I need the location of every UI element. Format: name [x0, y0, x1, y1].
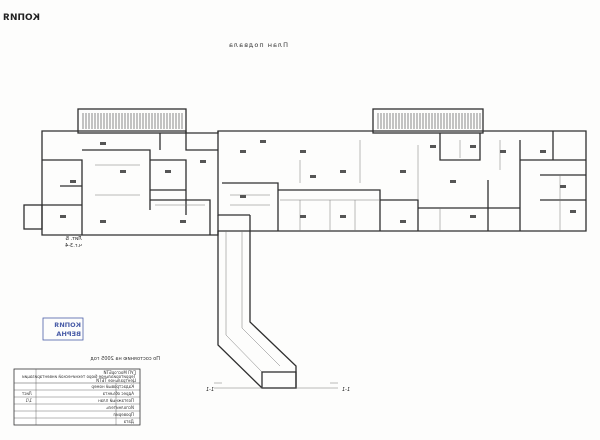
room-marker	[300, 215, 306, 218]
room-marker	[100, 220, 106, 223]
room-marker	[100, 142, 106, 145]
title-org-line2: Территориальное бюро технической инвента…	[22, 374, 137, 379]
title-line-2: Адрес объекта	[102, 391, 134, 396]
title-line-3: Поэтажный план	[98, 398, 134, 403]
room-marker	[540, 150, 546, 153]
room-marker	[310, 175, 316, 178]
room-marker	[470, 215, 476, 218]
entrance-block	[23, 204, 43, 230]
room-marker	[430, 145, 436, 148]
room-marker	[70, 180, 76, 183]
stair-hatching	[82, 113, 481, 129]
internal-walls	[42, 131, 586, 235]
date-note: По состоянию на 2005 год	[90, 356, 160, 362]
title-org-line3: Центральное ТБТИ	[96, 378, 136, 383]
room-marker	[400, 220, 406, 223]
room-marker	[120, 170, 126, 173]
room-marker	[570, 210, 576, 213]
copy-stamp: КОПИЯ ВЕРНА	[42, 317, 84, 341]
room-marker	[470, 145, 476, 148]
stamp-copy-sub: ВЕРНА	[56, 330, 81, 338]
room-marker	[500, 150, 506, 153]
title-sheet-label: Лист	[21, 391, 32, 396]
ramp-corridor	[214, 215, 338, 389]
title-sheet-value: 1/1	[25, 398, 32, 403]
axis-right-group: 1-1	[342, 387, 350, 393]
axis-left-label: 1-1	[206, 387, 214, 393]
building-outline	[23, 108, 587, 236]
room-marker	[560, 185, 566, 188]
room-marker	[200, 160, 206, 163]
room-marker	[340, 215, 346, 218]
axis-left-group: 1-1	[206, 387, 214, 393]
title-line-4: Исполнитель	[106, 405, 134, 410]
stair-block-left	[77, 108, 187, 134]
room-marker	[340, 170, 346, 173]
room-marker	[450, 180, 456, 183]
copy-label: КОПИЯ	[3, 13, 40, 23]
title-line-6: Дата	[123, 419, 134, 424]
outer-wall	[41, 130, 587, 236]
stair-block-right	[372, 108, 484, 134]
plan-title: План подвала	[228, 41, 288, 49]
plan-title-group: План подвала	[228, 41, 288, 49]
room-marker	[300, 150, 306, 153]
entrance-ref: ч.г.3-4	[65, 243, 82, 249]
room-marker	[240, 150, 246, 153]
room-marker	[60, 215, 66, 218]
title-line-5: Проверил	[113, 412, 134, 417]
entrance-label-group: Лит. Б ч.г.3-4	[65, 236, 82, 249]
title-line-1: Кадастровый номер	[91, 384, 134, 389]
top-left-title: КОПИЯ	[3, 13, 40, 23]
room-markers	[60, 140, 576, 223]
title-org-line1: ГУП МосгорБТИ	[103, 370, 136, 375]
room-marker	[260, 140, 266, 143]
title-block: ГУП МосгорБТИ Территориальное бюро техни…	[13, 368, 141, 426]
stamp-copy: КОПИЯ	[54, 321, 81, 329]
entrance-label: Лит. Б	[65, 236, 82, 242]
date-note-group: По состоянию на 2005 год	[90, 356, 160, 362]
room-marker	[165, 170, 171, 173]
axis-right-label: 1-1	[342, 387, 350, 393]
room-marker	[400, 170, 406, 173]
room-marker	[240, 195, 246, 198]
room-marker	[180, 220, 186, 223]
